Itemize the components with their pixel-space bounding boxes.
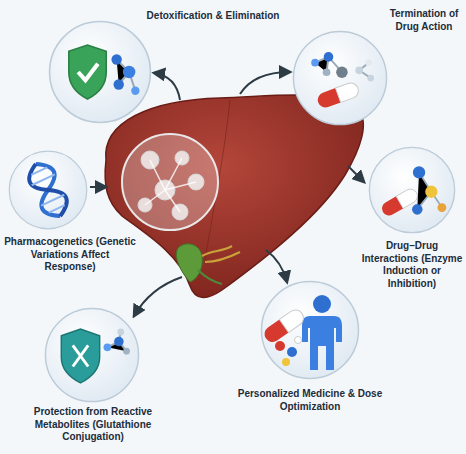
illustration-part (104, 343, 112, 351)
circle-shape (9, 151, 87, 229)
illustration-part (311, 59, 319, 67)
illustration-part (282, 358, 290, 366)
vessels (198, 270, 222, 284)
circle-shape (45, 308, 138, 401)
circle-shape (293, 31, 386, 124)
circle-outline (368, 146, 456, 234)
illustration-part (425, 186, 437, 198)
feature-icon (379, 166, 446, 218)
illustration-part (123, 348, 130, 355)
illustration-part (24, 158, 72, 221)
circle-outline (8, 150, 88, 230)
illustration-part (279, 307, 306, 333)
feature-label: Drug–Drug Interactions (Enzyme Induction… (360, 240, 464, 290)
circle-outline (48, 20, 152, 124)
liver-shape (105, 95, 363, 298)
illustration-part (78, 64, 98, 81)
illustration-part (323, 68, 331, 76)
illustration-part (114, 337, 124, 347)
feature-circle: Personalized Medicine & Dose Optimizatio… (260, 280, 360, 380)
circle-shape (262, 282, 359, 379)
illustration-part (122, 134, 218, 230)
illustration-part (316, 81, 361, 110)
illustration-part (111, 54, 121, 64)
circle-outline (44, 307, 140, 403)
feature-circle: Detoxification & Elimination (48, 20, 152, 124)
illustration-part (287, 347, 297, 357)
arrow (90, 186, 106, 188)
illustration-part (138, 151, 204, 220)
illustration-part (335, 81, 360, 103)
feature-label: Termination of Drug Action (384, 8, 464, 33)
feature-circle: Pharmacogenetics (Genetic Variations Aff… (8, 150, 88, 230)
feature-icon (69, 45, 140, 99)
circle-outline (260, 280, 360, 380)
arrow (348, 166, 364, 182)
illustration-part (261, 307, 306, 345)
illustration-part (145, 158, 196, 212)
illustration-part (73, 345, 88, 366)
arrow (266, 250, 287, 282)
feature-circle: Termination of Drug Action (292, 30, 388, 126)
arrow (154, 73, 180, 100)
feature-icon (24, 158, 72, 221)
feature-circle: Protection from Reactive Metabolites (Gl… (44, 307, 140, 403)
gallbladder (176, 244, 202, 282)
illustration-part (295, 337, 302, 344)
illustration-part (24, 158, 72, 221)
arrow (134, 277, 182, 316)
magnifier (122, 134, 218, 230)
illustration-part (117, 329, 124, 336)
feature-icon (311, 52, 374, 110)
circle-outline (292, 30, 388, 126)
circle-shape (50, 22, 151, 123)
illustration-part (302, 316, 342, 370)
illustration-part (365, 59, 372, 66)
illustration-part (313, 295, 331, 313)
feature-label: Protection from Reactive Metabolites (Gl… (18, 406, 168, 444)
illustration-part (275, 341, 285, 351)
illustration-part (61, 329, 99, 383)
vessels (202, 246, 240, 262)
illustration-part (69, 45, 106, 99)
illustration-part (412, 204, 423, 215)
illustration-part (24, 158, 72, 221)
feature-circle: Drug–Drug Interactions (Enzyme Induction… (368, 146, 456, 234)
feature-label: Personalized Medicine & Dose Optimizatio… (235, 388, 385, 413)
illustration-part (28, 166, 69, 215)
illustration-part (336, 66, 348, 78)
feature-label: Detoxification & Elimination (138, 10, 288, 23)
liver (105, 95, 363, 298)
illustration-part (355, 66, 363, 74)
illustration-part (123, 66, 135, 78)
arrow (240, 72, 290, 94)
feature-label: Pharmacogenetics (Genetic Variations Aff… (4, 236, 136, 274)
feature-icon (61, 329, 130, 383)
illustration-part (131, 87, 139, 95)
illustration-part (324, 52, 334, 62)
illustration-part (114, 79, 124, 89)
feature-icon (261, 295, 342, 370)
illustration-part (438, 203, 447, 212)
illustration-part (367, 75, 374, 82)
illustration-part (413, 166, 425, 178)
circle-shape (369, 147, 454, 232)
